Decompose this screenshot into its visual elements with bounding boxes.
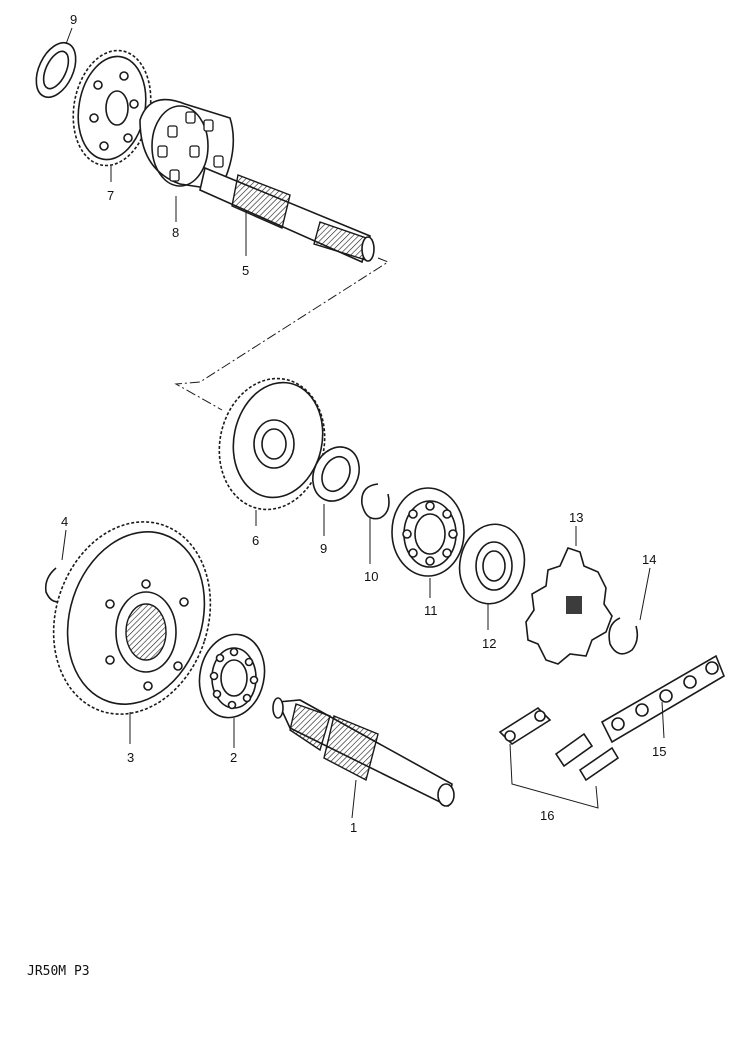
gear-icon: [72, 49, 152, 167]
callout-5: 5: [242, 263, 249, 278]
callout-12: 12: [482, 636, 496, 651]
shaft-icon: [199, 166, 375, 264]
callout-10: 10: [364, 569, 378, 584]
circlip-icon: [608, 617, 639, 655]
sprocket-icon: [525, 547, 613, 665]
callout-13: 13: [569, 510, 583, 525]
callout-8: 8: [172, 225, 179, 240]
damper-hub-icon: [139, 98, 235, 191]
callout-11: 11: [424, 603, 438, 618]
callout-9-middle: 9: [320, 541, 327, 556]
gear-icon: [218, 377, 326, 511]
gear-icon: [52, 521, 212, 715]
callout-14: 14: [642, 552, 656, 567]
shaft-icon: [272, 697, 455, 808]
callout-16: 16: [540, 808, 554, 823]
drawing-code: JR50M P3: [27, 964, 90, 979]
callout-2: 2: [230, 750, 237, 765]
leader-lines: [61, 27, 665, 819]
callout-7: 7: [107, 188, 114, 203]
callout-4: 4: [61, 514, 68, 529]
washer-icon: [35, 41, 77, 99]
callout-6: 6: [252, 533, 259, 548]
bearing-icon: [391, 487, 465, 577]
chain-joint-icon: [498, 706, 620, 782]
callout-1: 1: [350, 820, 357, 835]
bearing-icon: [198, 633, 266, 719]
callout-3: 3: [127, 750, 134, 765]
circlip-icon: [361, 483, 390, 520]
washer-icon: [312, 446, 360, 502]
bearing-icon: [458, 523, 526, 605]
callout-9-top: 9: [70, 12, 77, 27]
chain-icon: [600, 654, 725, 744]
callout-15: 15: [652, 744, 666, 759]
